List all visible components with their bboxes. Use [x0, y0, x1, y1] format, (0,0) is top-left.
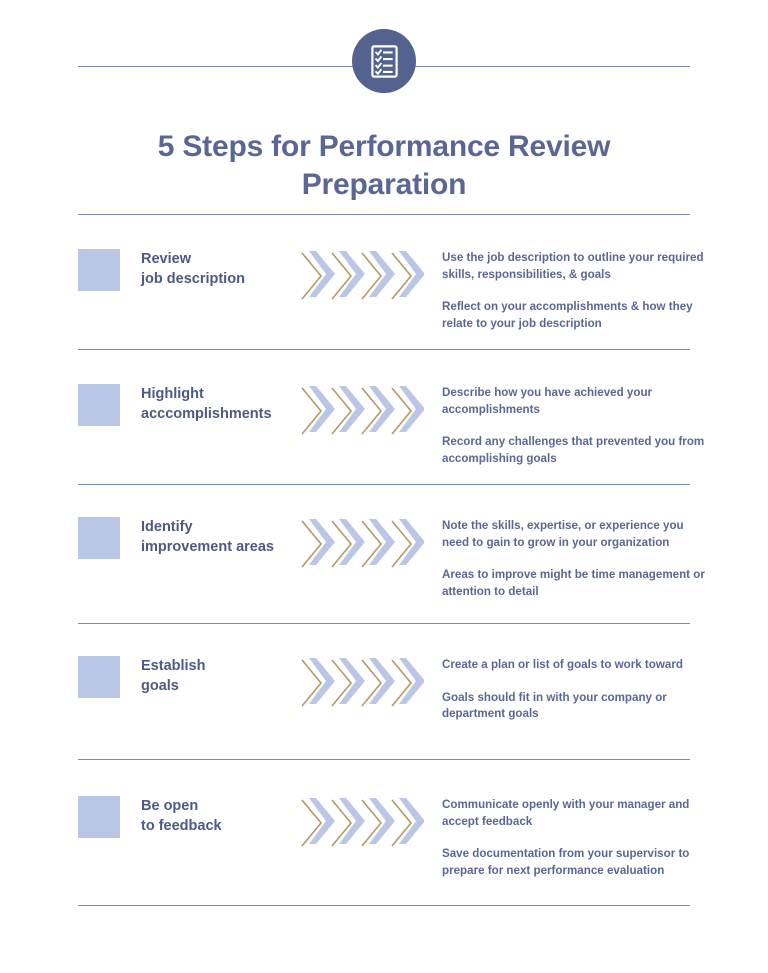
step-row: Highlight acccomplishments: [0, 349, 768, 484]
step-color-swatch: [78, 517, 120, 559]
chevron-arrows-icon: [299, 517, 424, 571]
step-color-swatch: [78, 656, 120, 698]
bullet-text: Reflect on your accomplishments & how th…: [442, 300, 693, 330]
bullet-text: Describe how you have achieved your acco…: [442, 386, 653, 416]
footer-divider: [78, 905, 690, 906]
step-color-swatch: [78, 796, 120, 838]
step-divider: [78, 214, 690, 215]
bullet-text: Save documentation from your supervisor …: [442, 847, 690, 877]
step-row: Be open to feedback: [0, 759, 768, 905]
bullet-text: Note the skills, expertise, or experienc…: [442, 519, 684, 549]
bullet-text: Create a plan or list of goals to work t…: [442, 658, 683, 671]
step-divider: [78, 623, 690, 624]
header-band: [0, 0, 768, 110]
step-label: Review job description: [141, 251, 245, 287]
step-label: Highlight acccomplishments: [141, 386, 272, 422]
steps-list: Review job description: [0, 214, 768, 905]
step-color-swatch: [78, 249, 120, 291]
bullet-text: Areas to improve might be time managemen…: [442, 568, 705, 598]
chevron-arrows-icon: [299, 249, 424, 303]
step-divider: [78, 349, 690, 350]
page-title: 5 Steps for Performance Review Preparati…: [157, 130, 611, 201]
bullet-text: Goals should fit in with your company or…: [442, 690, 667, 721]
header-badge: [352, 29, 416, 93]
chevron-arrows-icon: [299, 384, 424, 438]
step-bullets: Describe how you have achieved your acco…: [442, 384, 708, 467]
step-color-swatch: [78, 384, 120, 426]
step-label: Be open to feedback: [141, 798, 222, 834]
step-row: Establish goals: [0, 623, 768, 759]
step-label: Identify improvement areas: [141, 519, 274, 555]
bullet-text: Record any challenges that prevented you…: [442, 435, 705, 465]
chevron-arrows-icon: [299, 656, 424, 710]
step-row: Review job description: [0, 214, 768, 349]
step-row: Identify improvement areas: [0, 484, 768, 623]
step-label: Establish goals: [141, 658, 206, 694]
step-bullets: Create a plan or list of goals to work t…: [442, 656, 708, 723]
step-bullets: Communicate openly with your manager and…: [442, 796, 708, 879]
checklist-clipboard-icon: [370, 44, 398, 78]
bullet-text: Use the job description to outline your …: [442, 251, 704, 281]
step-divider: [78, 484, 690, 485]
step-bullets: Note the skills, expertise, or experienc…: [442, 517, 708, 600]
step-divider: [78, 759, 690, 760]
step-bullets: Use the job description to outline your …: [442, 249, 708, 332]
chevron-arrows-icon: [299, 796, 424, 850]
bullet-text: Communicate openly with your manager and…: [442, 798, 690, 828]
